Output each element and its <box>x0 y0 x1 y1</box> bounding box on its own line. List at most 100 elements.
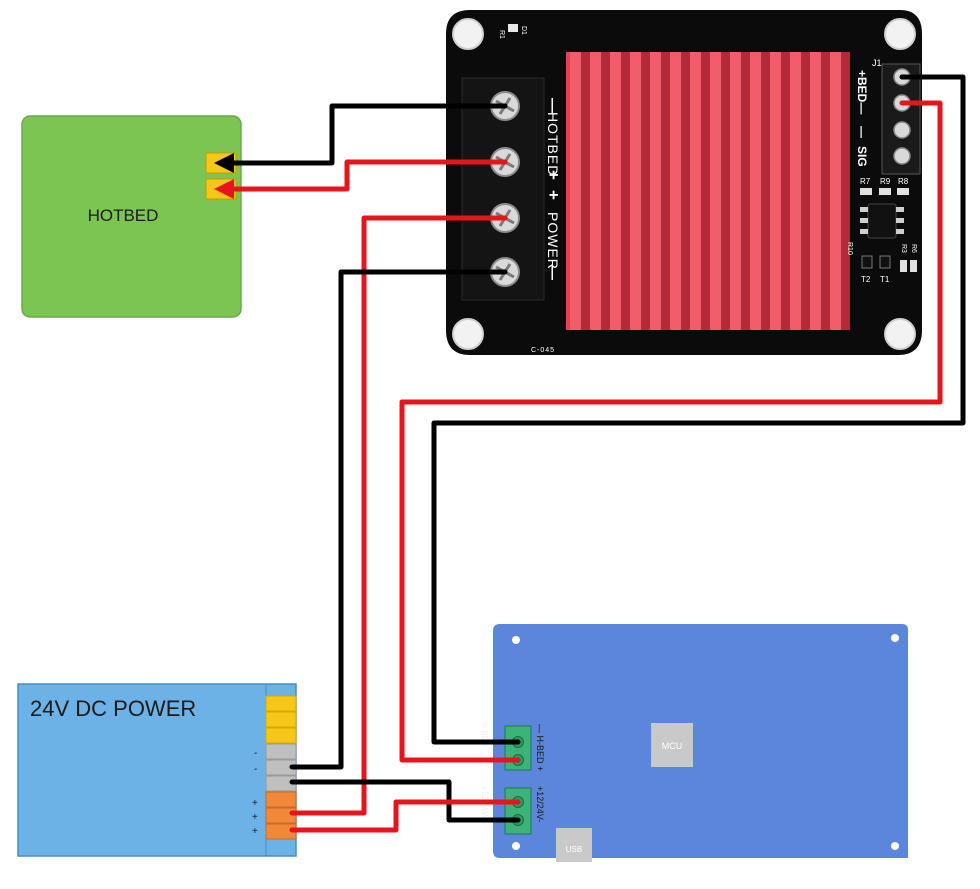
hbed-left-label: H-BED <box>480 722 489 747</box>
power-side-label: +12/24V- <box>535 786 545 822</box>
chip-pin-l2 <box>860 218 868 223</box>
power-supply-label: 24V DC POWER <box>30 696 196 721</box>
wire-power-positive <box>289 215 508 816</box>
controller-board-body <box>493 624 908 858</box>
controller-board: MCU USB — H-BED + H-BED +12/24V- +12/24V… <box>480 624 908 862</box>
wire-power-negative <box>289 269 508 770</box>
label-r10: R10 <box>846 242 853 255</box>
wire-hotbed-positive <box>219 159 508 192</box>
label-d1: D1 <box>520 26 527 35</box>
label-t1: T1 <box>880 275 890 284</box>
mcu-chip <box>651 723 693 767</box>
signal-screw-3 <box>893 121 911 139</box>
heatsink-gap <box>601 52 610 330</box>
heatsink-gap <box>621 52 630 330</box>
label-sig: SIG <box>855 146 869 167</box>
transistor-t1 <box>879 255 891 269</box>
label-t2: T2 <box>861 275 871 284</box>
power-input-terminal <box>504 787 532 835</box>
resistor-r1 <box>508 24 518 32</box>
psu-minus-label-2: - <box>254 764 257 775</box>
heatsink-gap <box>821 52 830 330</box>
power-supply: 24V DC POWER - - + + + <box>17 683 297 857</box>
heatsink-fin <box>610 52 621 330</box>
psu-terminal-yellow-2 <box>265 711 297 728</box>
arrow-hotbed-positive <box>214 179 234 199</box>
hotbed: HOTBED <box>21 115 242 318</box>
signal-screw-4 <box>893 147 911 165</box>
wire-signal-negative <box>431 74 966 745</box>
chip-pin-l1 <box>860 207 868 212</box>
board-hole-2 <box>891 634 899 642</box>
resistor-r9 <box>879 188 891 195</box>
label-r3: R3 <box>900 244 907 253</box>
heatsink-fin <box>590 52 601 330</box>
heatsink-fin <box>570 52 581 330</box>
usb-label: USB <box>566 845 582 854</box>
label-r6: R6 <box>910 244 917 253</box>
label-power: POWER <box>545 212 561 270</box>
psu-terminal-positive-1 <box>265 791 297 808</box>
heatsink-gap <box>721 52 730 330</box>
heatsink-fin <box>690 52 701 330</box>
heatsink-fin <box>730 52 741 330</box>
heatsink-fin <box>790 52 801 330</box>
wire-signal-positive <box>399 100 943 763</box>
heatsink-fin <box>710 52 721 330</box>
resistor-r8 <box>897 188 909 195</box>
heatsink-gap <box>841 52 850 330</box>
mounting-hole-bottom-left <box>452 318 484 350</box>
wires <box>214 74 966 833</box>
label-j1: J1 <box>872 58 882 68</box>
chip-pin-l3 <box>860 229 868 234</box>
heatsink-gap <box>741 52 750 330</box>
chip-pin-r3 <box>896 229 904 234</box>
label-hotbed-minus: — <box>544 98 561 113</box>
psu-plus-label-2: + <box>252 812 258 823</box>
psu-terminal-negative-1 <box>265 743 297 760</box>
hotbed-label: HOTBED <box>88 206 159 225</box>
label-model: C-045 <box>531 347 555 354</box>
heatsink-fin <box>770 52 781 330</box>
heatsink-gap <box>781 52 790 330</box>
heatsink-gap <box>761 52 770 330</box>
board-hole-1 <box>512 636 520 644</box>
heatsink-gap <box>661 52 670 330</box>
label-sig-minus: — <box>855 126 869 138</box>
heatsink-fin <box>830 52 841 330</box>
psu-terminal-positive-2 <box>265 807 297 824</box>
arrow-hotbed-negative <box>214 153 234 173</box>
psu-terminal-yellow-1 <box>265 695 297 712</box>
hotbed-body <box>21 115 242 318</box>
power-supply-body <box>17 683 297 857</box>
resistor-r7 <box>860 188 872 195</box>
heatsink-gap <box>681 52 690 330</box>
label-hotbed-plus: + <box>544 170 563 180</box>
wire-controller-positive <box>289 799 521 833</box>
heatsink-gap <box>701 52 710 330</box>
heatsink <box>566 52 850 330</box>
heatsink-fin <box>630 52 641 330</box>
heatsink-fin <box>670 52 681 330</box>
mounting-hole-top-right <box>884 18 916 50</box>
wire-hotbed-negative <box>219 103 508 166</box>
heatsink-gap <box>641 52 650 330</box>
label-bed: +BED— <box>855 70 869 114</box>
heatsink-fin <box>650 52 661 330</box>
label-r8: R8 <box>898 177 909 186</box>
mosfet-module: — HOTBED + + POWER — J1 +BED— — SIG R1 D… <box>446 10 922 355</box>
heatsink-gap <box>801 52 810 330</box>
psu-terminal-yellow-3 <box>265 727 297 744</box>
board-hole-3 <box>512 842 520 850</box>
label-power-minus: — <box>544 265 561 280</box>
usb-port <box>556 828 592 862</box>
label-r1: R1 <box>498 30 505 39</box>
label-r9: R9 <box>880 177 891 186</box>
heatsink-gap <box>581 52 590 330</box>
psu-plus-label-3: + <box>252 826 258 837</box>
heatsink-fin <box>810 52 821 330</box>
mounting-hole-top-left <box>452 18 484 50</box>
label-r7: R7 <box>860 177 871 186</box>
label-hotbed: HOTBED <box>545 112 561 176</box>
board-hole-4 <box>891 842 899 850</box>
